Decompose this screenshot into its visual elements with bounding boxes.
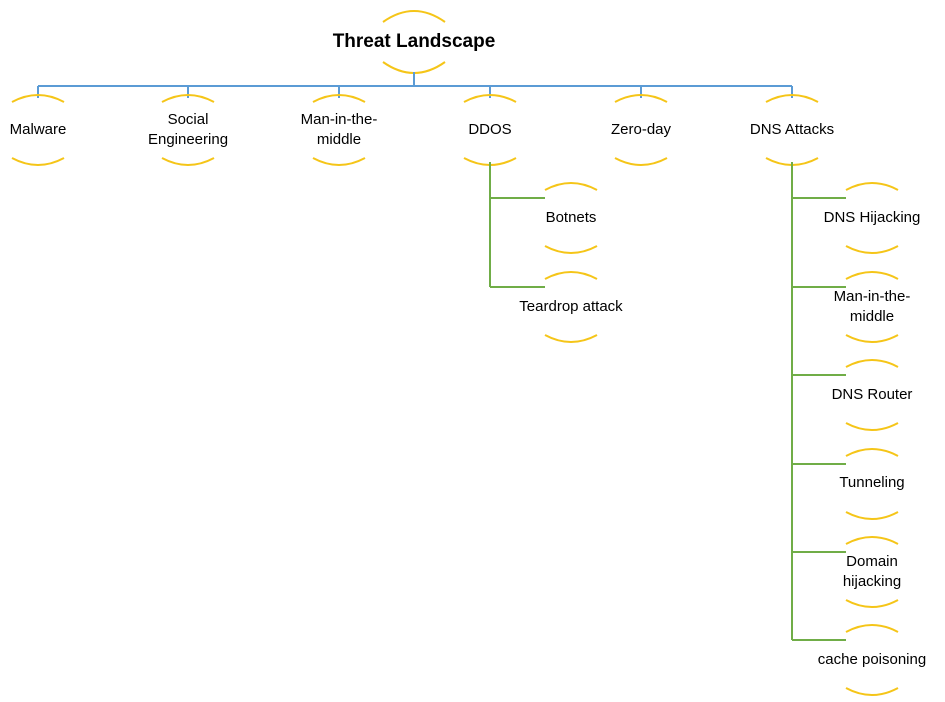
- node-label-line: middle: [316, 131, 362, 148]
- node-label-line: Botnets: [545, 209, 597, 226]
- child-node-outline: [544, 271, 598, 343]
- node-label-line: DNS Attacks: [749, 121, 835, 138]
- child-node-outline: [544, 182, 598, 254]
- node-label-line: Engineering: [147, 131, 229, 148]
- node-label-line: Malware: [9, 121, 67, 138]
- child-node-botnets: Botnets: [471, 208, 671, 228]
- child-node-outline: [845, 359, 899, 431]
- child-node-dns-hijacking: DNS Hijacking: [772, 208, 945, 228]
- node-label-line: middle: [849, 308, 895, 325]
- node-label-line: DNS Router: [831, 386, 913, 403]
- node-label-line: Man-in-the-: [300, 111, 378, 128]
- child-node-outline: [845, 536, 899, 608]
- category-node-dns-attacks: DNS Attacks: [692, 120, 892, 140]
- category-node-ddos: DDOS: [390, 120, 590, 140]
- category-node-malware: Malware: [0, 120, 138, 140]
- category-node-outline: [312, 94, 366, 166]
- child-node-outline: [845, 448, 899, 520]
- child-node-domain-hijacking: Domain hijacking: [772, 552, 945, 592]
- category-node-man-in-the-middle: Man-in-the- middle: [239, 110, 439, 150]
- node-label-line: hijacking: [842, 573, 902, 590]
- child-node-outline: [845, 624, 899, 696]
- node-label-line: Teardrop attack: [519, 298, 623, 315]
- root-node-threat-landscape: Threat Landscape: [314, 30, 514, 54]
- child-node-teardrop-attack: Teardrop attack: [471, 297, 671, 317]
- child-node-dns-router: DNS Router: [772, 385, 945, 405]
- node-label-line: Zero-day: [610, 121, 672, 138]
- category-node-outline: [11, 94, 65, 166]
- category-node-social-engineering: Social Engineering: [88, 110, 288, 150]
- category-node-zero-day: Zero-day: [541, 120, 741, 140]
- node-label-line: cache poisoning: [817, 651, 927, 668]
- node-label-line: DDOS: [468, 121, 512, 138]
- category-node-outline: [161, 94, 215, 166]
- child-node-cache-poisoning: cache poisoning: [772, 650, 945, 670]
- node-label-line: Tunneling: [839, 474, 905, 491]
- node-label-line: DNS Hijacking: [823, 209, 921, 226]
- child-node-outline: [845, 271, 899, 343]
- node-label-line: Social: [167, 111, 209, 128]
- root-label: Threat Landscape: [332, 31, 496, 52]
- node-label-line: Man-in-the-: [833, 288, 911, 305]
- child-node-outline: [845, 182, 899, 254]
- node-label-line: Domain: [846, 553, 898, 570]
- category-node-outline: [614, 94, 668, 166]
- child-node-tunneling: Tunneling: [772, 473, 945, 493]
- child-node-dns-man-in-the-middle: Man-in-the- middle: [772, 287, 945, 327]
